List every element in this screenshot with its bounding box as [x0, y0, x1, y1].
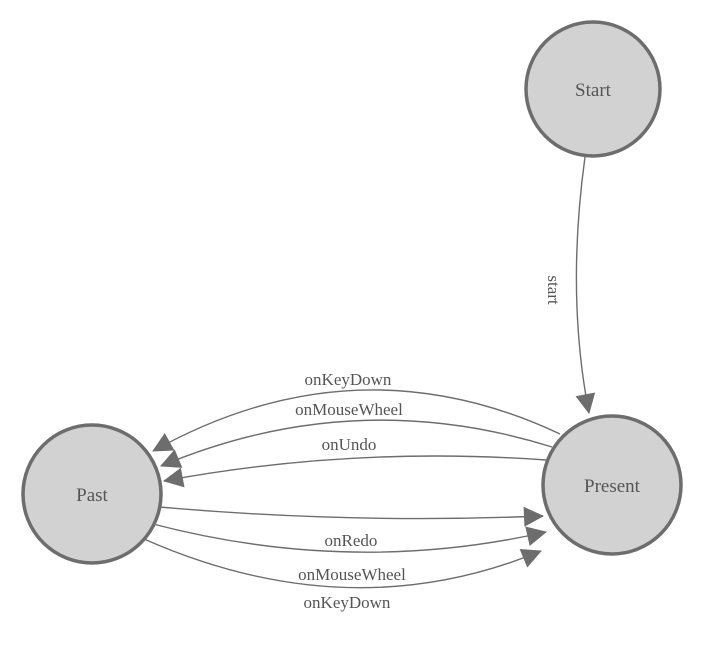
node-past-label: Past	[76, 485, 108, 506]
edge-start-to-present[interactable]	[575, 156, 596, 414]
node-present[interactable]: Present	[541, 414, 683, 556]
node-start-label: Start	[575, 80, 612, 101]
node-present-label: Present	[584, 476, 641, 497]
edge-label-onkeydown-bottom: onKeyDown	[304, 593, 391, 612]
node-past-circle[interactable]	[21, 423, 163, 565]
edge-label-onmousewheel-top: onMouseWheel	[295, 400, 403, 419]
edge-label-onundo: onUndo	[322, 435, 377, 454]
edge-label-onredo: onRedo	[325, 531, 378, 550]
node-start[interactable]: Start	[524, 20, 662, 158]
edge-past-to-present-onkeydown[interactable]	[143, 538, 542, 589]
edge-present-to-past-onmousewheel[interactable]	[160, 419, 553, 468]
edge-label-onmousewheel-bottom: onMouseWheel	[298, 565, 406, 584]
edge-present-to-past-onkeydown[interactable]	[152, 389, 561, 452]
edge-past-to-present-onmousewheel[interactable]	[152, 523, 547, 553]
edge-label-onkeydown-top: onKeyDown	[305, 370, 392, 389]
edge-present-to-past-onundo[interactable]	[163, 455, 547, 488]
edge-label-start: start	[544, 275, 563, 305]
node-start-circle[interactable]	[524, 20, 662, 158]
node-past[interactable]: Past	[21, 423, 163, 565]
edge-past-to-present-onredo[interactable]	[158, 506, 544, 527]
node-present-circle[interactable]	[541, 414, 683, 556]
